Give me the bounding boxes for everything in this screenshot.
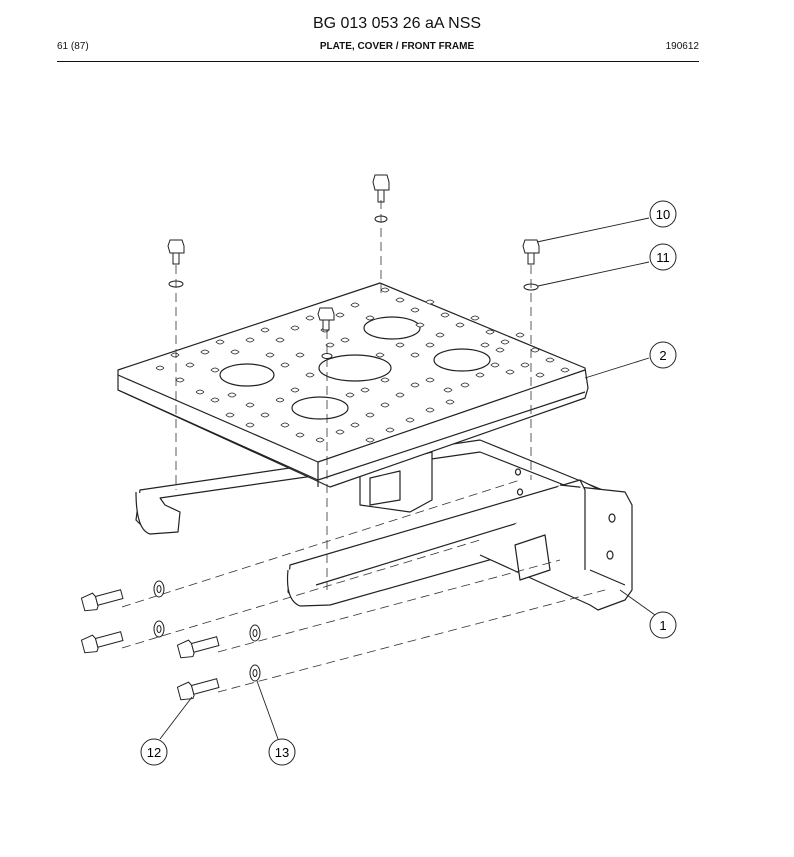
svg-text:10: 10 xyxy=(656,207,670,222)
side-bolts xyxy=(80,589,220,701)
callout-1: 1 xyxy=(649,611,677,639)
callout-13: 13 xyxy=(268,738,296,766)
callout-11: 11 xyxy=(649,243,677,271)
callout-leaders xyxy=(159,217,656,740)
svg-text:2: 2 xyxy=(659,348,666,363)
svg-text:12: 12 xyxy=(147,745,161,760)
svg-text:11: 11 xyxy=(656,250,670,265)
header-rule xyxy=(57,61,699,62)
cover-plate xyxy=(117,282,589,488)
svg-text:13: 13 xyxy=(275,745,289,760)
side-washers xyxy=(153,580,261,682)
document-title: BG 013 053 26 aA NSS xyxy=(312,15,482,32)
document-date: 190612 xyxy=(665,41,699,52)
part-name: PLATE, COVER / FRONT FRAME xyxy=(319,41,475,52)
assembly-axes xyxy=(121,200,606,693)
callout-12: 12 xyxy=(140,738,168,766)
svg-text:1: 1 xyxy=(659,618,666,633)
callout-10: 10 xyxy=(649,200,677,228)
callout-2: 2 xyxy=(649,341,677,369)
page-number: 61 (87) xyxy=(57,41,89,52)
top-bolts xyxy=(167,174,540,359)
